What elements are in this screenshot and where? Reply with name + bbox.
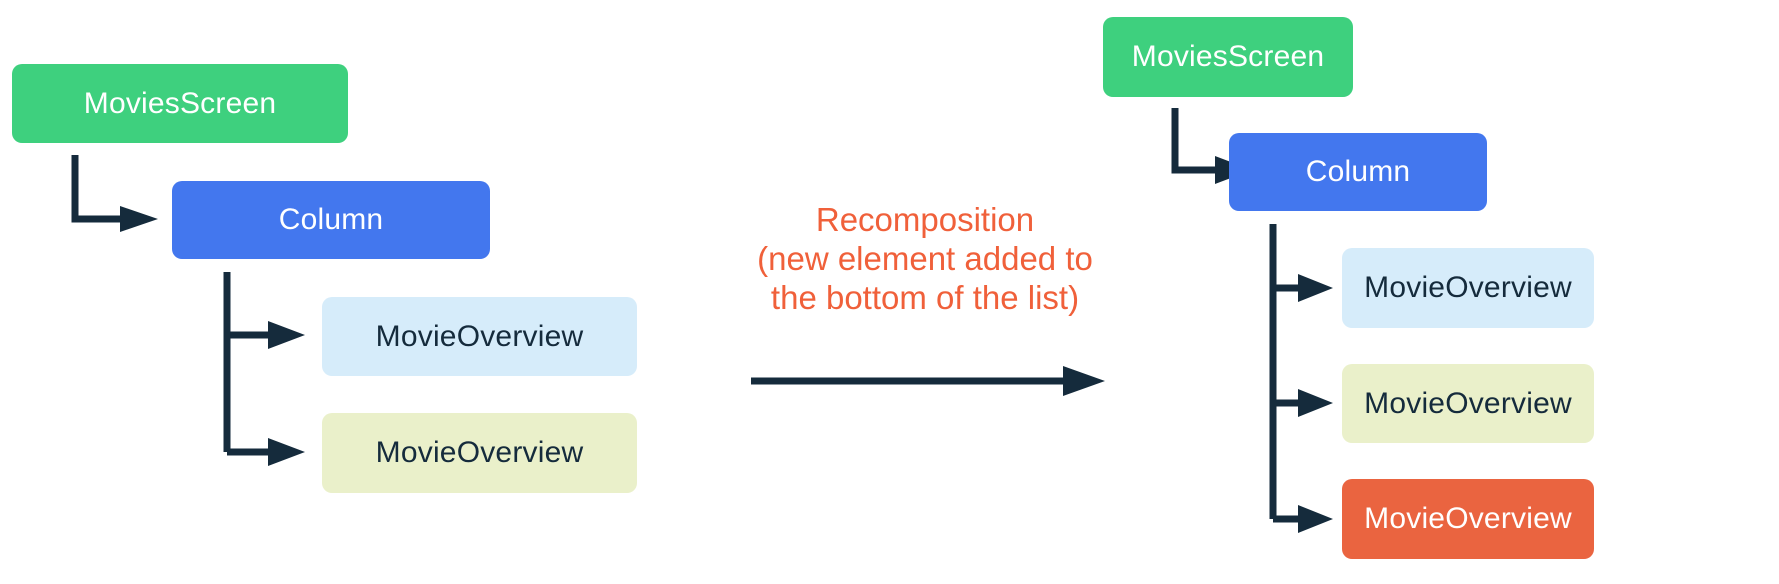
left-node-movieoverview-2: MovieOverview <box>322 413 637 493</box>
left-elbow-arrowhead-icon <box>120 206 158 232</box>
right-node-movieoverview-new: MovieOverview <box>1342 479 1594 559</box>
left-branch-lines <box>223 272 270 456</box>
caption-line-2: (new element added to <box>757 240 1093 277</box>
right-node-movieoverview-2: MovieOverview <box>1342 364 1594 443</box>
left-leaf1-arrowhead-icon <box>268 321 305 349</box>
left-node-movieoverview-1: MovieOverview <box>322 297 637 376</box>
left-node-column: Column <box>172 181 490 259</box>
recomposition-arrowhead-icon <box>1063 366 1105 396</box>
right-elbow-line <box>1171 108 1217 174</box>
left-elbow-line <box>71 155 122 223</box>
right-node-moviesscreen: MoviesScreen <box>1103 17 1353 97</box>
right-leaf3-arrowhead-icon <box>1298 505 1333 533</box>
left-node-moviesscreen: MoviesScreen <box>12 64 348 143</box>
right-node-movieoverview-1: MovieOverview <box>1342 248 1594 328</box>
right-branch-lines <box>1269 224 1300 523</box>
caption-line-3: the bottom of the list) <box>770 279 1080 316</box>
recomposition-caption: Recomposition (new element added to the … <box>660 200 1190 317</box>
right-leaf2-arrowhead-icon <box>1298 389 1333 417</box>
right-node-column: Column <box>1229 133 1487 211</box>
right-leaf1-arrowhead-icon <box>1298 274 1333 302</box>
caption-line-1: Recomposition <box>815 201 1035 238</box>
left-leaf2-arrowhead-icon <box>268 438 305 466</box>
